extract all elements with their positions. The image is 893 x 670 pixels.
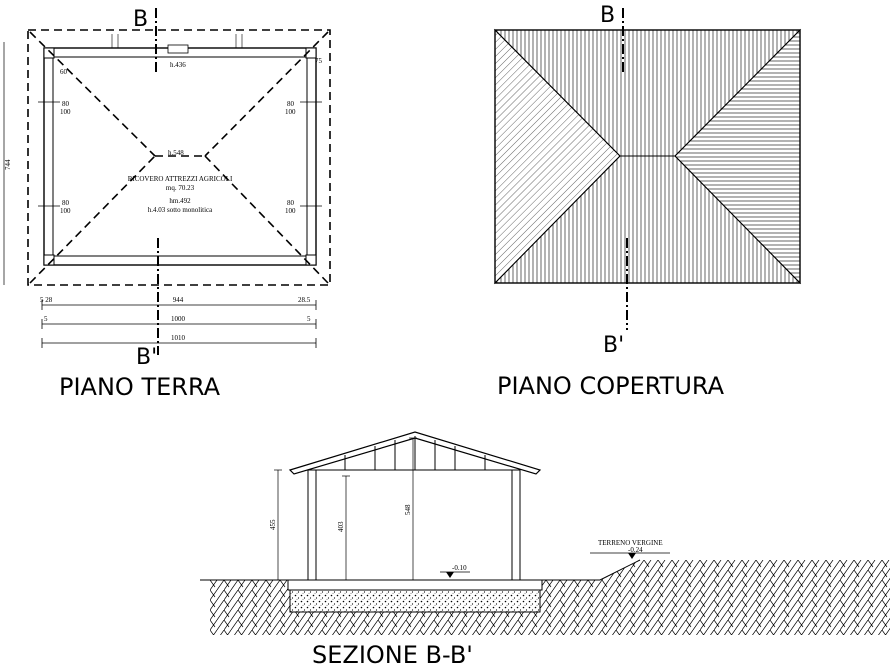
section-mark-b-top-copertura: B [600, 3, 615, 28]
inner-wall [52, 56, 308, 257]
eave-height-label: h.436 [170, 61, 186, 69]
dim-944: 944 [173, 296, 184, 304]
room-height: h.4.03 sotto monolitica [148, 206, 213, 214]
roof-outline-dashed [27, 29, 331, 286]
win-left-top-b: 100 [60, 108, 71, 116]
section-mark-b-bottom-copertura: B' [603, 333, 624, 358]
win-right-bottom-b: 100 [285, 207, 296, 215]
room-name: RICOVERO ATTREZZI AGRICOLI [128, 175, 233, 183]
dim-side-5b: 5 [307, 315, 311, 323]
win-left-top-a: 80 [62, 100, 70, 108]
ridge-height-label: h.548 [168, 149, 184, 157]
top-opening [167, 44, 189, 54]
dim-left-small: 5 28 [40, 296, 53, 304]
dim-1000: 1000 [171, 315, 186, 323]
win-left-bottom-b: 100 [60, 207, 71, 215]
section-height-548: 548 [404, 504, 412, 515]
room-area: mq. 70.23 [166, 184, 195, 192]
floor-level-label: -0.10 [452, 564, 467, 572]
section-mark-b-top-terra: B [133, 7, 149, 32]
terrain-level-label: -0.24 [628, 546, 643, 554]
win-right-top-b: 100 [285, 108, 296, 116]
sezione-title: SEZIONE B-B' [312, 641, 473, 669]
piano-terra-title: PIANO TERRA [59, 373, 221, 401]
piano-copertura-plan [493, 8, 802, 330]
dim-side-5a: 5 [44, 315, 48, 323]
win-left-bottom-a: 80 [62, 199, 70, 207]
section-height-455: 455 [269, 519, 277, 530]
section-mark-b-bottom-terra: B' [136, 345, 157, 370]
section-bb-drawing [200, 431, 890, 635]
section-height-403: 403 [337, 521, 345, 532]
dim-right-small: 28.5 [298, 296, 311, 304]
dim-vertical-744: 744 [4, 159, 12, 170]
dim-60: 60 [60, 68, 68, 76]
win-right-top-a: 80 [287, 100, 295, 108]
piano-terra-plan [3, 8, 331, 355]
terrain-label: TERRENO VERGINE [598, 539, 663, 547]
piano-copertura-title: PIANO COPERTURA [497, 372, 725, 400]
win-right-bottom-a: 80 [287, 199, 295, 207]
dim-1010: 1010 [171, 334, 186, 342]
hip-lines [29, 31, 329, 284]
room-hm: hm.492 [169, 197, 191, 205]
dim-75: 75 [315, 57, 323, 65]
